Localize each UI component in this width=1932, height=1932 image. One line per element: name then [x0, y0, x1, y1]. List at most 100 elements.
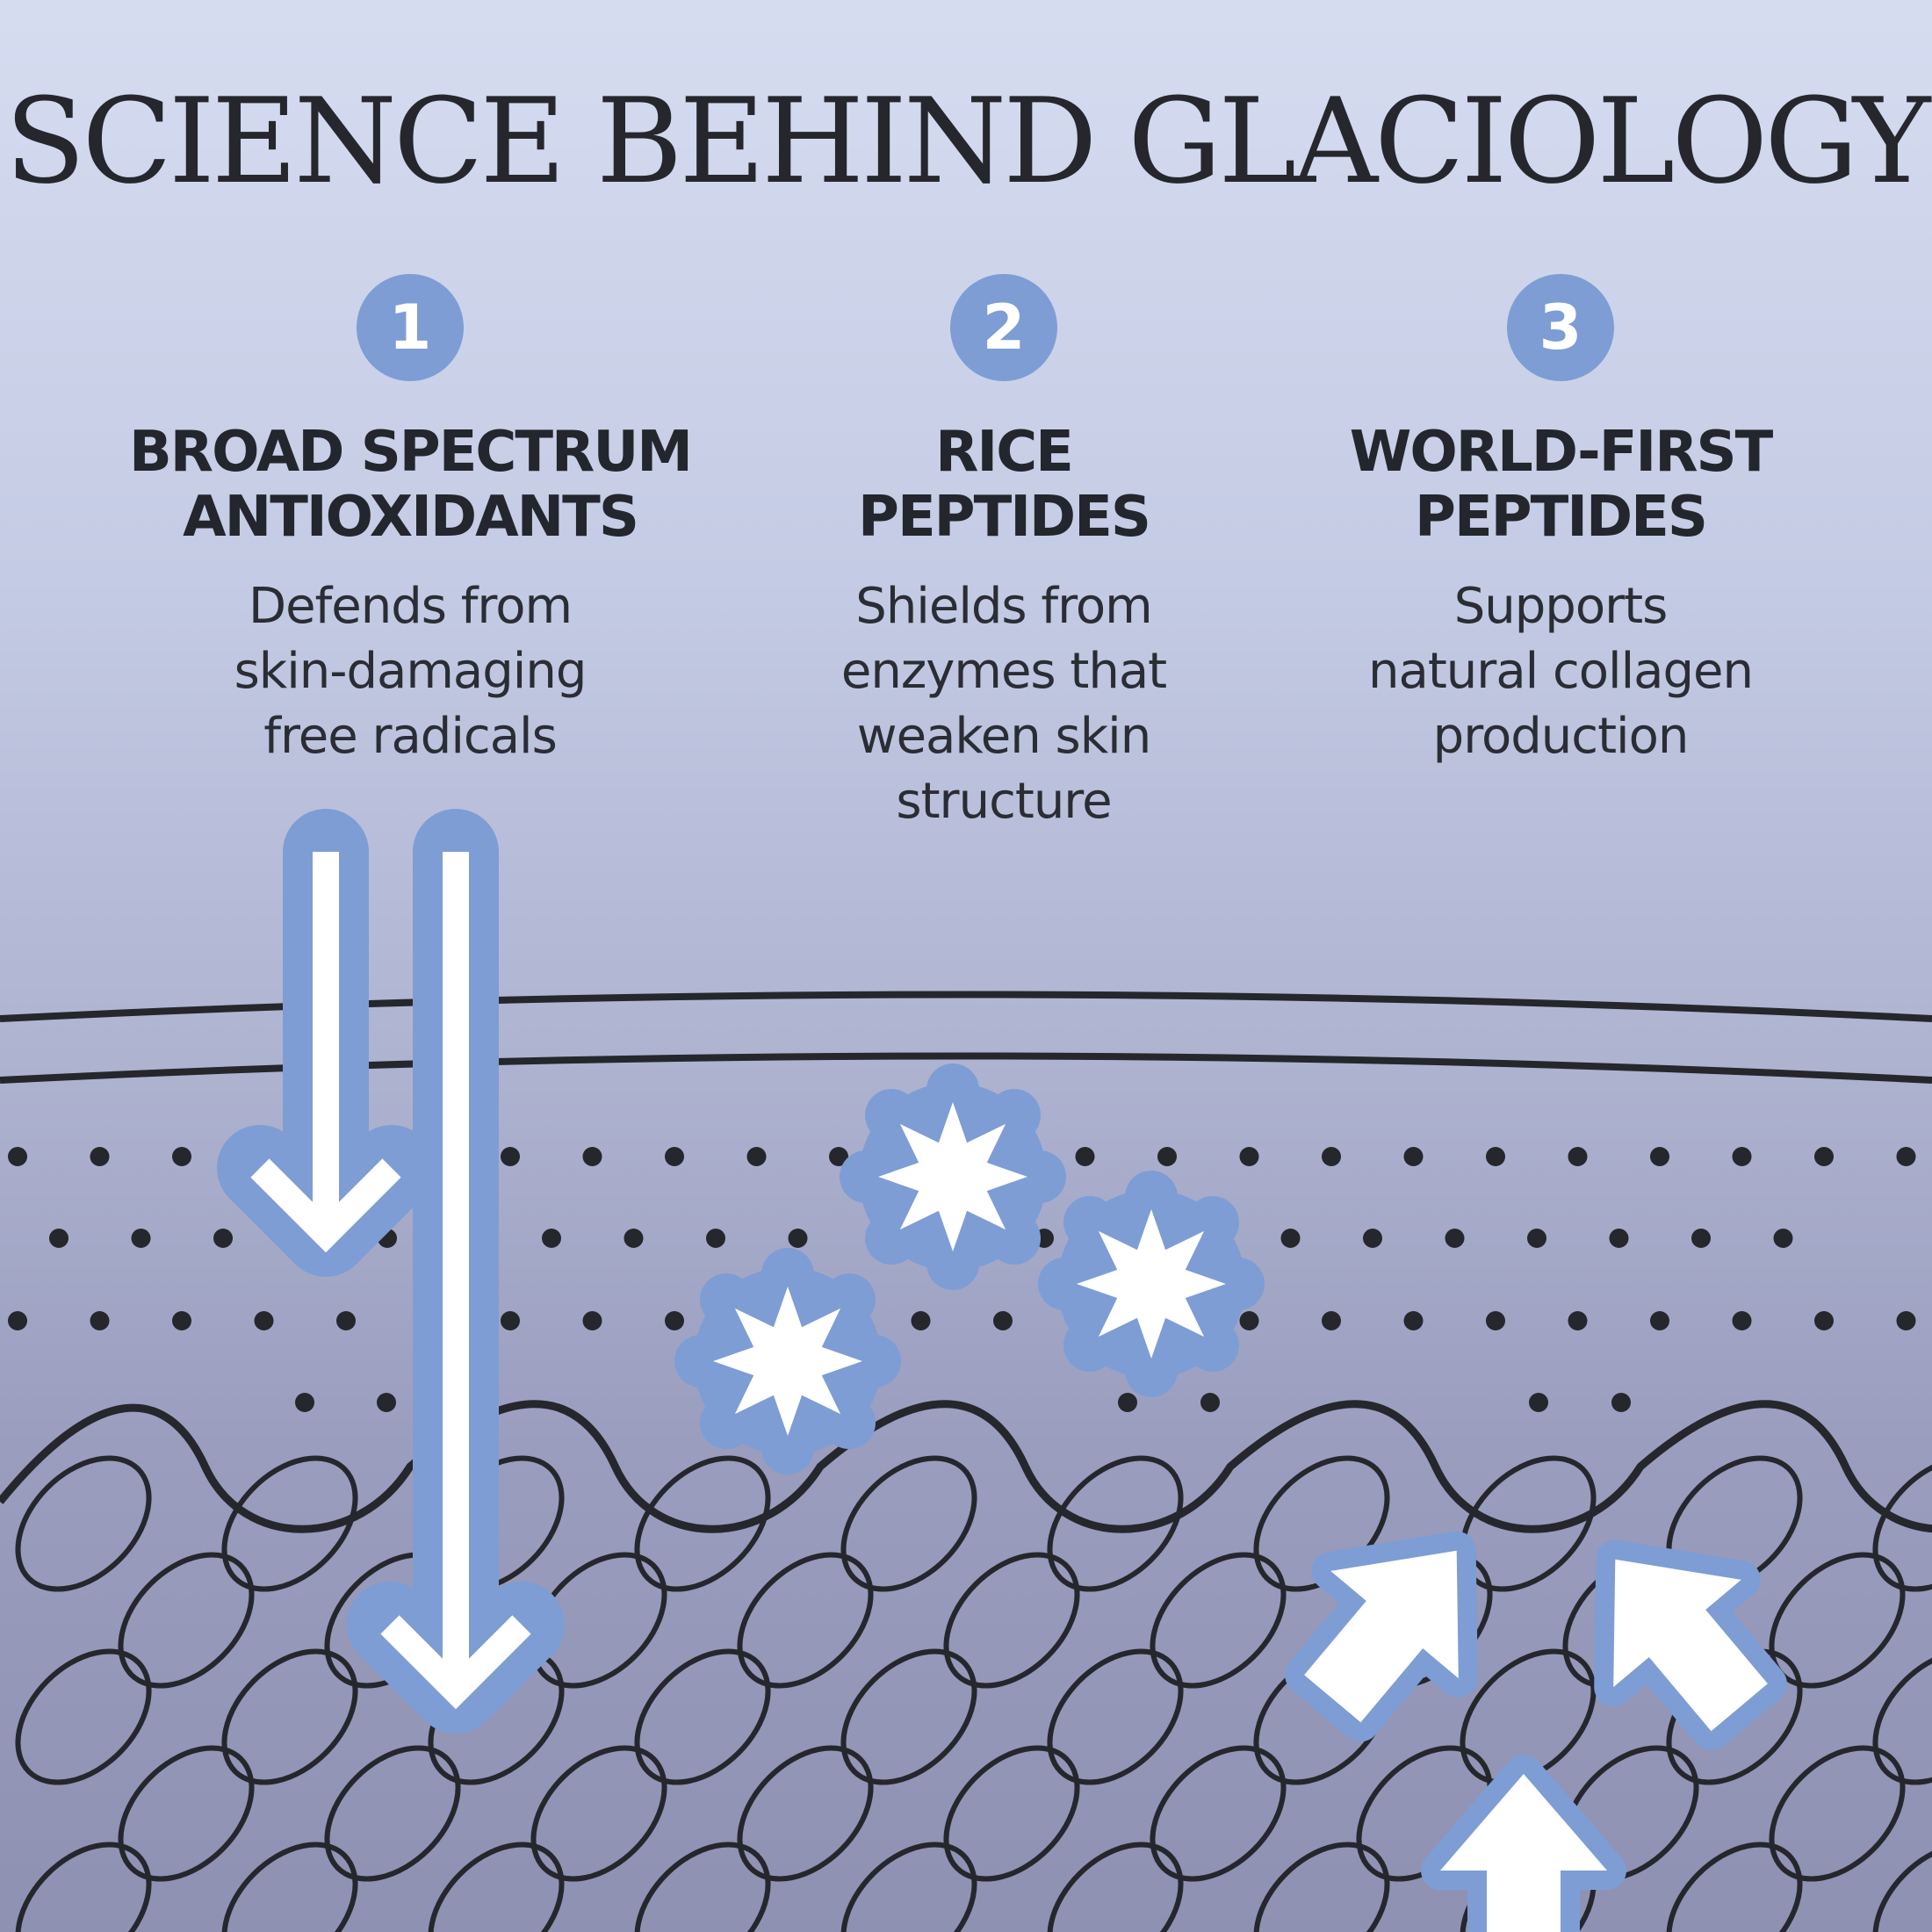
epidermis-dot [542, 1229, 561, 1248]
epidermis-dot [582, 1147, 602, 1166]
epidermis-dot [1445, 1229, 1465, 1248]
epidermis-dot [1239, 1311, 1259, 1330]
feature-description-line: Defends from [248, 578, 573, 635]
feature-description-line: Shields from [855, 578, 1152, 635]
page-title: SCIENCE BEHIND GLACIOLOGY [4, 73, 1931, 210]
peptide-stars [674, 1063, 1265, 1474]
epidermis-dot [829, 1147, 848, 1166]
epidermis-dot [1814, 1311, 1834, 1330]
epidermis-dot [1403, 1311, 1424, 1330]
star-badge-bump [1125, 1171, 1178, 1223]
dermis-cell [634, 1648, 771, 1785]
epidermis-dot [8, 1147, 27, 1166]
eight-point-star-icon [840, 1063, 1066, 1290]
dermis-cell [1872, 1455, 1932, 1592]
dermis-cell [840, 1648, 977, 1785]
feature-description-line: skin-damaging [234, 643, 588, 700]
dermis-wave-line [0, 1400, 1932, 1533]
epidermis-dot [1650, 1311, 1669, 1330]
feature-heading: BROAD SPECTRUM ANTIOXIDANTS [112, 420, 709, 550]
feature-column-world-first-peptides: 3 WORLD-FIRST PEPTIDES Supports natural … [1262, 274, 1859, 769]
epidermis-dot [1814, 1147, 1834, 1166]
epidermis-dot [1322, 1147, 1341, 1166]
epidermis-dot [1486, 1147, 1505, 1166]
dermis-cell [1150, 1552, 1287, 1689]
dermis-cell [1460, 1648, 1597, 1785]
epidermis-dot [90, 1147, 110, 1166]
star-badge-bump [926, 1063, 979, 1116]
epidermis-dot [172, 1147, 191, 1166]
epidermis-dot [1691, 1229, 1711, 1248]
dermis-cell [530, 1552, 667, 1689]
dermis-cell [118, 1745, 255, 1882]
epidermis-dot [1609, 1229, 1629, 1248]
epidermis-dot [1568, 1311, 1588, 1330]
dermis-cell [634, 1455, 771, 1592]
epidermis-dot [1118, 1393, 1137, 1412]
feature-description-line: structure [896, 773, 1112, 830]
star-shape [878, 1102, 1027, 1251]
epidermis-dot [1280, 1229, 1301, 1248]
up-arrow-icon [1594, 1539, 1787, 1751]
epidermis-dot [49, 1229, 68, 1248]
dermis-cell [15, 1842, 152, 1932]
epidermis-dot [1773, 1229, 1793, 1248]
feature-heading: WORLD-FIRST PEPTIDES [1262, 420, 1859, 550]
epidermis-dot [131, 1229, 151, 1248]
feature-description-line: production [1432, 708, 1690, 765]
feature-heading-line: PEPTIDES [1415, 485, 1708, 550]
star-badge-bump [926, 1237, 979, 1290]
epidermis-dot [746, 1147, 767, 1166]
feature-heading-line: RICE [935, 420, 1074, 485]
epidermis-dot [788, 1229, 808, 1248]
down-arrow-core [250, 852, 401, 1253]
dermis-cell [428, 1842, 565, 1932]
star-badge-bump [1125, 1344, 1178, 1397]
dermis-cell [118, 1552, 255, 1689]
dermis-cell [1047, 1455, 1184, 1592]
dermis-cell [1047, 1842, 1184, 1932]
dermis-cell [15, 1648, 152, 1785]
epidermis-dot [665, 1147, 684, 1166]
epidermis-dot [501, 1147, 520, 1166]
star-shape [1077, 1209, 1226, 1359]
epidermis-dot [911, 1311, 931, 1330]
dermis-cell [15, 1455, 152, 1592]
dermis-cell [737, 1552, 874, 1689]
feature-description: Supports natural collagen production [1262, 574, 1859, 769]
number-badge-icon: 3 [1507, 274, 1614, 381]
epidermis-dot [624, 1229, 644, 1248]
down-arrow-core [380, 852, 531, 1710]
dermis-cell [634, 1842, 771, 1932]
feature-heading-line: PEPTIDES [858, 485, 1151, 550]
number-badge-icon: 2 [950, 274, 1057, 381]
up-arrow-core [1613, 1559, 1768, 1732]
feature-heading-line: ANTIOXIDANTS [183, 485, 639, 550]
dermis-cell [943, 1552, 1080, 1689]
star-badge-bump [840, 1150, 892, 1203]
epidermis-dot [706, 1229, 725, 1248]
epidermis-dot [213, 1229, 233, 1248]
eight-point-star-icon [674, 1248, 901, 1474]
feature-heading-line: BROAD SPECTRUM [129, 420, 693, 485]
feature-description: Shields from enzymes that weaken skin st… [705, 574, 1302, 834]
epidermis-dot [90, 1311, 110, 1330]
feature-description-line: natural collagen [1368, 643, 1754, 700]
epidermis-dot [1486, 1311, 1505, 1330]
star-badge-bump [674, 1335, 727, 1388]
star-badge-bump [848, 1335, 901, 1388]
epidermis-dot [1239, 1147, 1259, 1166]
epidermis-dot [1732, 1311, 1752, 1330]
up-arrow-icon [1421, 1755, 1626, 1932]
epidermis-dot [582, 1311, 602, 1330]
star-badge-bump [1212, 1258, 1265, 1310]
dermis-cell [1047, 1648, 1184, 1785]
epidermis-dot [1896, 1311, 1916, 1330]
dermis-cell [737, 1745, 874, 1882]
epidermis-dot [377, 1393, 396, 1412]
epidermis-dot [1896, 1147, 1916, 1166]
up-arrow-core [1440, 1774, 1607, 1932]
epidermis-dot [1200, 1393, 1220, 1412]
epidermis-dot [336, 1311, 356, 1330]
epidermis-dot [1529, 1393, 1548, 1412]
